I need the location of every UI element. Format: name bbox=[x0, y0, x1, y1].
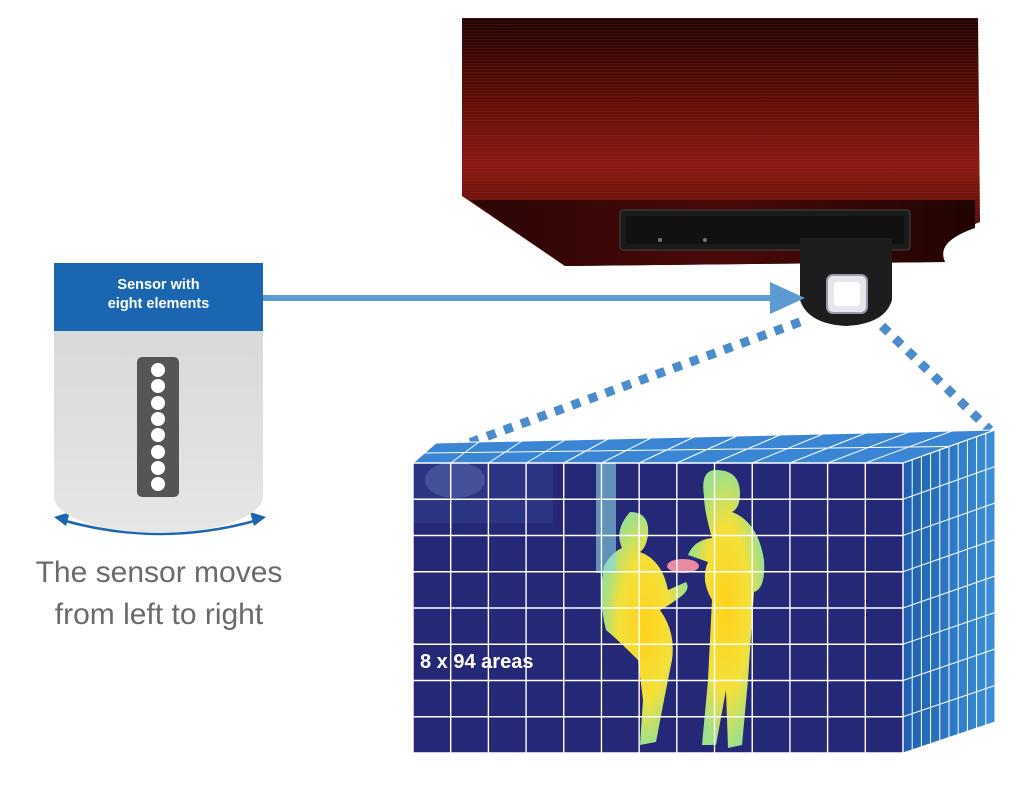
detection-grid-box bbox=[412, 429, 996, 754]
swing-arrow bbox=[54, 512, 266, 536]
thermal-figure-standing bbox=[688, 470, 765, 748]
swing-arrow-right-head bbox=[250, 512, 266, 526]
thermal-background-glow bbox=[413, 463, 553, 523]
sensor-element-dot bbox=[151, 379, 165, 394]
sensor-card-title-line2: eight elements bbox=[107, 296, 210, 312]
grid-side-row-line bbox=[902, 575, 996, 609]
indicator-light-icon bbox=[658, 238, 662, 242]
sensor-card-title-line1: Sensor with bbox=[117, 277, 200, 293]
sensor-element-dot bbox=[151, 477, 165, 492]
field-of-view-lines bbox=[434, 317, 994, 460]
sensor-element-dot bbox=[151, 363, 165, 377]
grid-side-row-line bbox=[902, 648, 996, 681]
field-of-view-left bbox=[434, 317, 802, 460]
thermal-hands bbox=[667, 559, 699, 573]
grid-area-label: 8 x 94 areas bbox=[420, 651, 534, 673]
sensor-lens-shine bbox=[834, 282, 860, 306]
sensor-housing bbox=[800, 238, 892, 326]
sensor-element-dot bbox=[151, 444, 165, 459]
thermal-pillar bbox=[596, 463, 616, 573]
sensor-element-strip bbox=[137, 357, 179, 497]
air-conditioner-unit bbox=[462, 18, 980, 266]
unit-display-strip bbox=[626, 216, 904, 244]
grid-front-lines bbox=[412, 462, 904, 754]
thermal-image bbox=[413, 463, 765, 748]
sensor-element-dot bbox=[151, 395, 165, 410]
pointer-arrow-head bbox=[770, 282, 805, 314]
grid-side-row-line bbox=[902, 466, 996, 500]
grid-top-row-line bbox=[424, 446, 950, 454]
sensor-card-header: Sensor with eight elements bbox=[54, 263, 263, 331]
grid-top-lines bbox=[412, 429, 996, 464]
swing-arrow-arc bbox=[61, 518, 259, 536]
sensor-element-dot bbox=[151, 411, 165, 426]
swing-arrow-left-head bbox=[54, 512, 70, 526]
grid-side-row-line bbox=[902, 539, 996, 573]
grid-top-face bbox=[413, 430, 995, 463]
thermal-lamp-glow bbox=[425, 463, 485, 498]
sensor-element-dot bbox=[151, 460, 165, 475]
grid-top-row-line bbox=[435, 429, 996, 444]
caption-line1: The sensor moves bbox=[35, 556, 283, 589]
grid-side-row-line bbox=[902, 502, 996, 536]
caption-line2: from left to right bbox=[54, 598, 264, 631]
grid-side-row-line bbox=[902, 721, 996, 754]
field-of-view-right bbox=[878, 322, 994, 434]
pointer-arrow bbox=[263, 282, 805, 314]
grid-side-lines bbox=[902, 429, 996, 754]
grid-side-row-line bbox=[902, 685, 996, 718]
grid-side-row-line bbox=[902, 612, 996, 645]
thermal-figure-seated bbox=[601, 512, 688, 745]
sensor-element-dot bbox=[151, 428, 165, 443]
indicator-light-icon bbox=[703, 238, 707, 242]
